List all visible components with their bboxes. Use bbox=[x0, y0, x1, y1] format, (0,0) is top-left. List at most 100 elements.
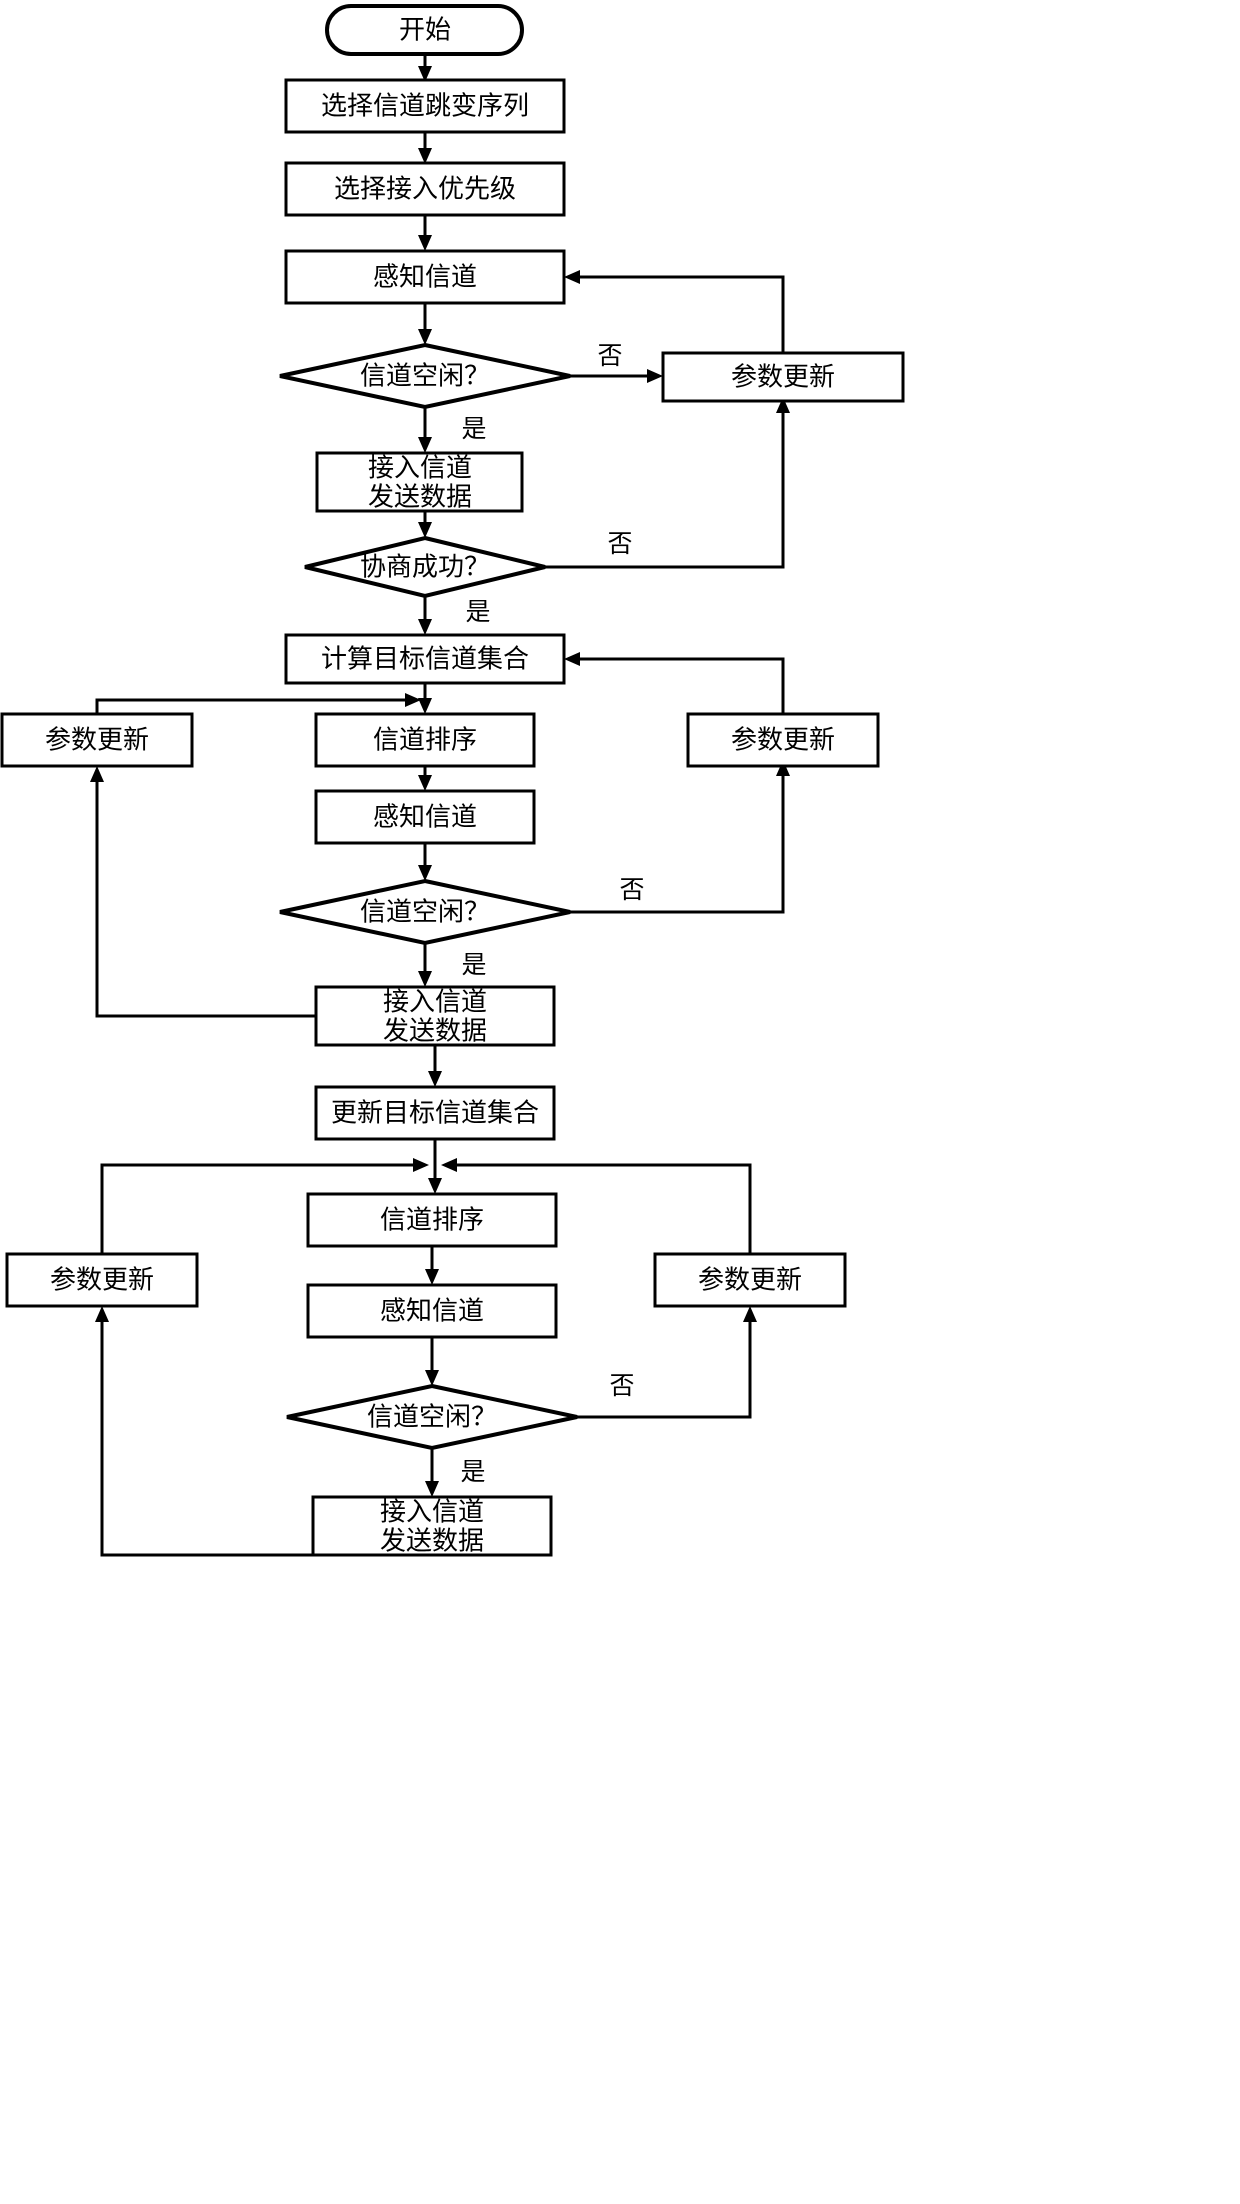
arrowhead bbox=[418, 66, 432, 82]
edge-access2-to-param-mid-left bbox=[95, 772, 316, 1018]
channel-sort-mid-label: 信道排序 bbox=[373, 726, 477, 756]
edge-idle3-no-to-param-bottom-right bbox=[577, 1312, 752, 1419]
edge-negotiation-no-to-param-top bbox=[545, 403, 785, 569]
sense-channel-2-shape bbox=[314, 789, 536, 845]
param-update-mid-left-shape bbox=[0, 712, 194, 768]
node-channel-idle-decision-1[interactable]: 信道空闲？ bbox=[279, 342, 571, 410]
access-channel-2-label-line2: 发送数据 bbox=[383, 1017, 487, 1047]
edge-label-no-2: 否 bbox=[607, 529, 632, 558]
node-sense-channel-2[interactable]: 感知信道 bbox=[314, 789, 536, 845]
arrowhead bbox=[418, 522, 432, 538]
start-terminator-shape bbox=[325, 4, 524, 56]
channel-sort-mid-shape bbox=[314, 712, 536, 768]
arrowhead bbox=[418, 235, 432, 251]
node-start[interactable]: 开始 bbox=[325, 4, 524, 56]
negotiation-decision-label: 协商成功？ bbox=[360, 553, 490, 583]
start-label: 开始 bbox=[399, 16, 451, 46]
edge-label-yes-1: 是 bbox=[461, 414, 486, 443]
param-update-mid-left-label: 参数更新 bbox=[45, 726, 149, 756]
edge-param-mid-right-to-compute-set bbox=[570, 657, 785, 714]
access-channel-3-label-line1: 接入信道 bbox=[380, 1498, 484, 1528]
node-select-hopping-sequence[interactable]: 选择信道跳变序列 bbox=[284, 78, 566, 134]
arrowhead bbox=[418, 971, 432, 987]
edge-param-mid-left-to-sort-mid bbox=[95, 698, 415, 714]
arrowhead bbox=[413, 1158, 429, 1172]
access-channel-1-label-line2: 发送数据 bbox=[368, 483, 472, 513]
sense-channel-1-shape bbox=[284, 249, 566, 305]
access-channel-2-shape bbox=[314, 985, 556, 1047]
param-update-top-label: 参数更新 bbox=[731, 363, 835, 393]
node-param-update-top[interactable]: 参数更新 bbox=[661, 351, 905, 403]
node-update-target-channel-set[interactable]: 更新目标信道集合 bbox=[314, 1085, 556, 1141]
node-channel-sort-bottom[interactable]: 信道排序 bbox=[306, 1192, 558, 1248]
arrowhead bbox=[90, 766, 104, 782]
node-channel-sort-mid[interactable]: 信道排序 bbox=[314, 712, 536, 768]
node-select-access-priority[interactable]: 选择接入优先级 bbox=[284, 161, 566, 217]
param-update-bottom-right-label: 参数更新 bbox=[698, 1266, 802, 1296]
channel-idle-decision-1-shape bbox=[279, 342, 571, 410]
node-access-channel-1[interactable]: 接入信道 发送数据 bbox=[315, 451, 524, 513]
arrowhead bbox=[647, 369, 663, 383]
select-access-priority-label: 选择接入优先级 bbox=[334, 175, 516, 205]
node-channel-idle-decision-2[interactable]: 信道空闲？ bbox=[279, 878, 571, 946]
arrowhead bbox=[418, 437, 432, 453]
param-update-bottom-left-shape bbox=[5, 1252, 199, 1308]
arrowhead bbox=[425, 1370, 439, 1386]
select-hopping-sequence-shape bbox=[284, 78, 566, 134]
arrowhead bbox=[776, 397, 790, 413]
channel-idle-decision-2-shape bbox=[279, 878, 571, 946]
edge-label-yes-2: 是 bbox=[465, 597, 490, 626]
arrowhead bbox=[405, 693, 421, 707]
edge-layer: 否 是 否 是 bbox=[90, 55, 790, 1557]
node-negotiation-decision[interactable]: 协商成功？ bbox=[304, 535, 546, 599]
arrowhead bbox=[418, 148, 432, 164]
node-param-update-bottom-left[interactable]: 参数更新 bbox=[5, 1252, 199, 1308]
compute-target-channel-set-shape bbox=[284, 633, 566, 685]
edge-label-yes-4: 是 bbox=[460, 1457, 485, 1486]
node-access-channel-3[interactable]: 接入信道 发送数据 bbox=[311, 1495, 553, 1557]
arrowhead bbox=[418, 619, 432, 635]
edge-access3-to-param-bottom-left bbox=[100, 1312, 313, 1557]
node-access-channel-2[interactable]: 接入信道 发送数据 bbox=[314, 985, 556, 1047]
arrowhead bbox=[418, 865, 432, 881]
param-update-bottom-right-shape bbox=[653, 1252, 847, 1308]
update-target-channel-set-shape bbox=[314, 1085, 556, 1141]
param-update-mid-right-shape bbox=[686, 712, 880, 768]
access-channel-3-label-line2: 发送数据 bbox=[380, 1527, 484, 1557]
edge-label-no-4: 否 bbox=[609, 1371, 634, 1400]
arrowhead bbox=[441, 1158, 457, 1172]
node-sense-channel-1[interactable]: 感知信道 bbox=[284, 249, 566, 305]
channel-idle-decision-3-label: 信道空闲？ bbox=[367, 1403, 497, 1433]
access-channel-3-shape bbox=[311, 1495, 553, 1557]
update-target-channel-set-label: 更新目标信道集合 bbox=[331, 1099, 539, 1129]
negotiation-decision-shape bbox=[304, 535, 546, 599]
channel-sort-bottom-label: 信道排序 bbox=[380, 1206, 484, 1236]
arrowhead bbox=[776, 760, 790, 776]
node-param-update-bottom-right[interactable]: 参数更新 bbox=[653, 1252, 847, 1308]
arrowhead bbox=[95, 1306, 109, 1322]
node-layer: 开始 选择信道跳变序列 选择接入优先级 感知信道 信道空闲？ 参数更新 bbox=[0, 4, 905, 1557]
node-compute-target-channel-set[interactable]: 计算目标信道集合 bbox=[284, 633, 566, 685]
sense-channel-1-label: 感知信道 bbox=[373, 263, 477, 293]
access-channel-1-label-line1: 接入信道 bbox=[368, 454, 472, 484]
arrowhead bbox=[564, 270, 580, 284]
arrowhead bbox=[418, 329, 432, 345]
arrowhead bbox=[428, 1071, 442, 1087]
access-channel-2-label-line1: 接入信道 bbox=[383, 988, 487, 1018]
channel-idle-decision-1-label: 信道空闲？ bbox=[360, 362, 490, 392]
arrowhead bbox=[564, 652, 580, 666]
node-channel-idle-decision-3[interactable]: 信道空闲？ bbox=[286, 1383, 578, 1451]
node-param-update-mid-left[interactable]: 参数更新 bbox=[0, 712, 194, 768]
arrowhead bbox=[743, 1306, 757, 1322]
edge-label-yes-3: 是 bbox=[461, 950, 486, 979]
edge-param-bottom-right-to-junction bbox=[447, 1163, 752, 1254]
edge-idle2-no-to-param-mid-right bbox=[570, 766, 785, 914]
edge-label-no-3: 否 bbox=[619, 875, 644, 904]
channel-idle-decision-2-label: 信道空闲？ bbox=[360, 898, 490, 928]
arrowhead bbox=[418, 775, 432, 791]
edge-param-top-to-sense1 bbox=[570, 275, 785, 353]
node-sense-channel-3[interactable]: 感知信道 bbox=[306, 1283, 558, 1339]
node-param-update-mid-right[interactable]: 参数更新 bbox=[686, 712, 880, 768]
param-update-bottom-left-label: 参数更新 bbox=[50, 1266, 154, 1296]
